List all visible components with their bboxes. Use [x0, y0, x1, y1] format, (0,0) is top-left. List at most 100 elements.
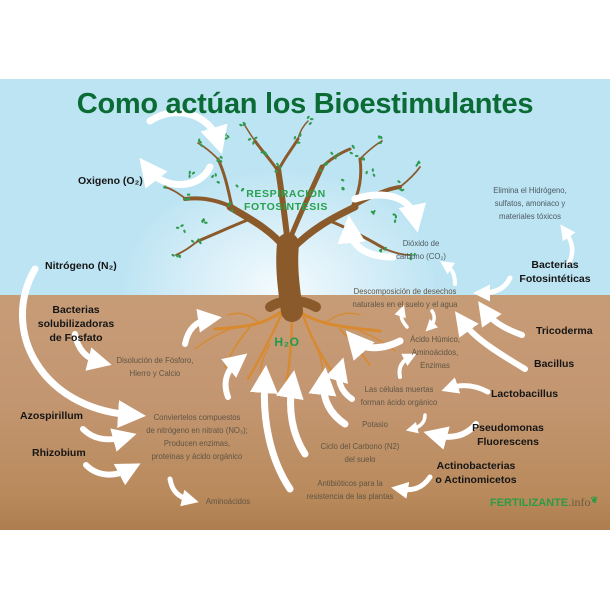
bacterias-fotosinteticas-label: Bacterias Fotosintéticas — [510, 258, 600, 286]
arrow-desc-down — [425, 309, 439, 332]
leaf — [371, 168, 374, 172]
leaf — [410, 252, 413, 257]
arrow-antibioticos-to-roots — [249, 365, 294, 493]
label-line: Actinobacterias — [436, 460, 516, 472]
rhizobium-label: Rhizobium — [32, 447, 86, 459]
leaf — [409, 256, 412, 261]
leaf — [413, 252, 416, 257]
leaf — [211, 174, 215, 179]
leaf — [239, 123, 243, 127]
ciclo-line: Ciclo del Carbono (N2) — [320, 441, 400, 451]
bioestimulantes-poster: Como actúan los Bioestimulantes RESPIRAC… — [0, 79, 610, 530]
leaf — [394, 214, 398, 219]
arrow-disolucion-to-roots — [182, 308, 222, 347]
leaf — [180, 224, 184, 227]
leaf — [219, 159, 223, 163]
leaf — [176, 254, 180, 258]
convierte-line: Conviertelos compuestos — [153, 412, 241, 422]
acido-humico-line: Aminoácidos, — [411, 347, 459, 357]
leaf — [231, 208, 234, 213]
branch — [297, 120, 309, 140]
leaf — [175, 226, 180, 229]
lactobacillus-label: Lactobacillus — [491, 388, 559, 400]
arrow-ciclo-to-roots — [275, 370, 309, 458]
leaf-icon: ❦ — [590, 495, 599, 505]
leaf — [219, 155, 223, 159]
arrow-celulas-to-roots — [325, 357, 355, 402]
descomposicion-text: Descomposición de desechos naturales en … — [347, 285, 464, 311]
dioxido-text: Dióxido de carbono (CO₂) — [387, 237, 455, 263]
label-line: Pseudomonas — [472, 422, 544, 434]
canopy-label: RESPIRACION FOTOSINTESIS — [230, 188, 342, 214]
oxigeno-label: Oxigeno (O₂) — [78, 175, 143, 187]
leaf — [188, 174, 191, 178]
disolucion-line: Disolución de Fósforo, — [116, 355, 194, 365]
leaf — [216, 158, 220, 162]
arrow-actinobacterias — [391, 474, 433, 499]
descomposicion-line: Descomposición de desechos — [353, 286, 457, 296]
leaf — [183, 229, 186, 234]
branch — [196, 217, 252, 243]
leaf — [214, 173, 217, 177]
sky-background — [0, 79, 610, 295]
bacterias-fosfato-label: Bacterias solubilizadoras de Fosfato — [28, 303, 124, 345]
branch — [287, 164, 325, 242]
arrow-co2-to-tree — [337, 215, 397, 261]
arrow-pseudomonas — [423, 421, 479, 450]
leaf — [400, 188, 405, 192]
logo-suffix: .info — [568, 495, 591, 509]
leaf — [254, 136, 258, 140]
leaf — [278, 165, 282, 169]
arrow-azospirillum — [80, 426, 137, 452]
bacillus-label: Bacillus — [534, 358, 575, 370]
convierte-line: Producen enzimas, — [163, 438, 231, 448]
ciclo-carbono-text: Ciclo del Carbono (N2) del suelo — [315, 440, 405, 466]
arrow-humico-up — [394, 305, 409, 329]
leaf — [378, 141, 383, 145]
leaf — [365, 170, 368, 175]
leaf — [378, 248, 383, 252]
leaf — [263, 151, 267, 154]
arrow-tree-to-oxygen — [139, 157, 214, 189]
label-line: Bacterias — [52, 304, 100, 316]
leaf — [242, 121, 246, 125]
leaf — [362, 157, 366, 161]
leaf — [252, 141, 255, 145]
tree-leaves — [161, 115, 421, 261]
leaf — [325, 161, 328, 166]
leaf — [308, 122, 312, 125]
leaf — [330, 151, 334, 155]
leaf — [319, 169, 323, 172]
leaf — [309, 118, 314, 121]
arrow-celulas-to-humico — [397, 353, 417, 379]
leaf — [183, 197, 188, 201]
disolucion-text: Disolución de Fósforo, Hierro y Calcio — [106, 354, 205, 380]
arrow-fotosinteticas-to-desc — [473, 275, 513, 302]
label-line: o Actinomicetos — [435, 474, 517, 486]
branch — [275, 166, 291, 247]
leaf — [201, 219, 204, 224]
branch — [288, 203, 359, 253]
branch — [399, 166, 421, 188]
leaf — [199, 240, 202, 245]
leaf — [371, 211, 375, 215]
leaf — [392, 213, 397, 216]
logo-brand: FERTILIZANTE — [490, 497, 569, 509]
leaf — [384, 246, 387, 250]
branch — [350, 157, 363, 209]
tricoderma-label: Tricoderma — [536, 325, 593, 337]
leaf — [293, 135, 297, 140]
leaf — [186, 193, 191, 196]
arrow-tricoderma — [478, 301, 525, 338]
tree-trunk — [164, 120, 421, 322]
leaf — [372, 173, 376, 177]
leaf — [342, 186, 345, 191]
branch — [359, 140, 383, 160]
leaf — [188, 170, 191, 175]
dioxido-line: Dióxido de — [402, 238, 440, 248]
leaf — [191, 239, 195, 243]
convierte-line: proteínas y ácido orgánico — [151, 451, 243, 461]
fertilizante-logo[interactable]: FERTILIZANTE.info❦ — [490, 495, 598, 510]
leaf — [197, 238, 201, 242]
leaf — [204, 221, 208, 224]
